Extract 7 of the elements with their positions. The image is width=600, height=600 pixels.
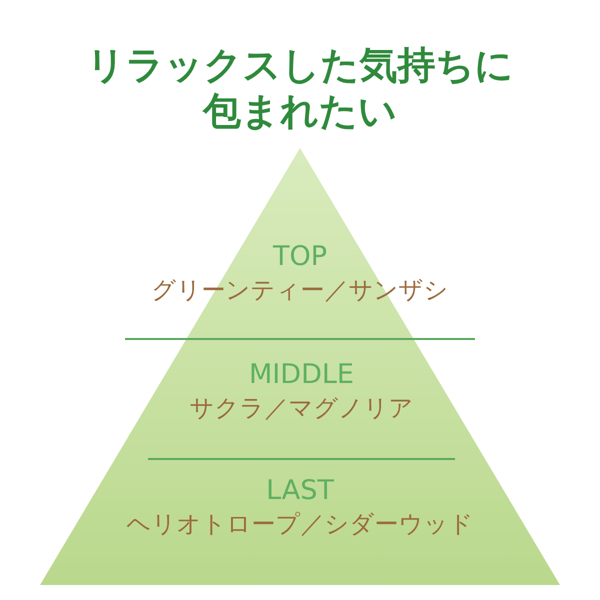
title: リラックスした気持ちに包まれたい bbox=[86, 42, 514, 134]
note-list: ヘリオトロープ／シダーウッド bbox=[126, 508, 474, 540]
tier-heading: TOP bbox=[272, 240, 328, 274]
tier-heading: LAST bbox=[266, 474, 334, 508]
note-list: サクラ／マグノリア bbox=[190, 392, 414, 424]
tier-heading: MIDDLE bbox=[249, 358, 354, 392]
note-list: グリーンティー／サンザシ bbox=[152, 274, 448, 306]
